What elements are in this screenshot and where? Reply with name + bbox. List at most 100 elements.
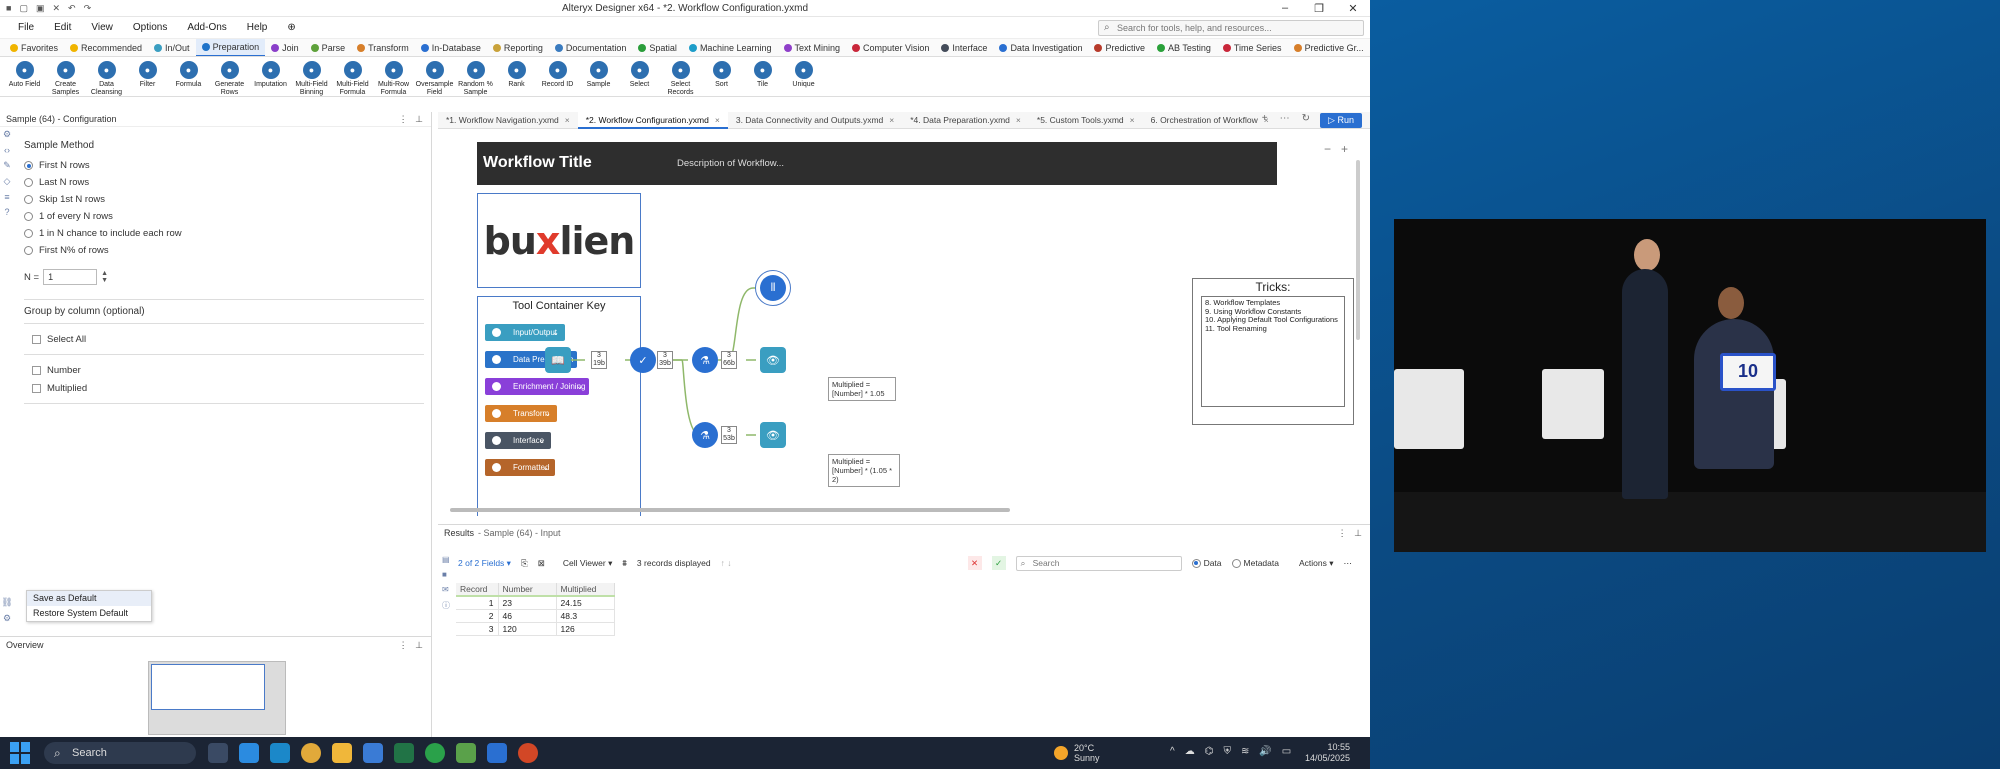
task-view-icon[interactable] (208, 743, 228, 763)
data-icon[interactable]: ■ (442, 570, 447, 579)
start-button[interactable] (10, 742, 32, 764)
tool-palette-item[interactable]: ●Multi-Field Binning (291, 57, 332, 97)
sample-method-radio[interactable]: Last N rows (24, 174, 424, 191)
sample-method-radio[interactable]: Skip 1st N rows (24, 191, 424, 208)
chevron-up-icon[interactable]: ^ (1170, 746, 1175, 757)
data-radio[interactable]: Data (1191, 558, 1222, 568)
outlook-icon[interactable] (363, 743, 383, 763)
canvas-horizontal-scrollbar[interactable] (450, 508, 1010, 512)
whatsapp-icon[interactable] (425, 743, 445, 763)
formula-tool[interactable]: ⚗ (692, 347, 718, 373)
table-cell[interactable]: 120 (498, 622, 557, 636)
more-icon[interactable]: ⋯ (1279, 113, 1290, 124)
tool-palette-item[interactable]: ●Data Cleansing (86, 57, 127, 97)
canvas-vertical-scrollbar[interactable] (1356, 160, 1360, 340)
document-tab[interactable]: 6. Orchestration of Workflow× (1143, 112, 1277, 129)
overview-viewport[interactable] (151, 664, 265, 710)
document-tab[interactable]: *5. Custom Tools.yxmd× (1029, 112, 1143, 129)
link-icon[interactable]: ⛓ (1, 597, 13, 607)
select-all-checkbox[interactable]: Select All (32, 330, 424, 348)
add-tab-icon[interactable]: + (1261, 113, 1268, 124)
sample-method-radio[interactable]: 1 of every N rows (24, 208, 424, 225)
metadata-radio[interactable]: Metadata (1231, 558, 1279, 568)
table-cell[interactable]: 48.3 (556, 609, 615, 623)
sample-method-radio[interactable]: 1 in N chance to include each row (24, 225, 424, 242)
close-tab-icon[interactable]: × (1015, 114, 1021, 125)
category-tab[interactable]: Reporting (487, 39, 549, 56)
document-tab[interactable]: *2. Workflow Configuration.yxmd× (577, 111, 728, 129)
results-search-input[interactable]: Search (1015, 555, 1182, 571)
clock[interactable]: 10:55 14/05/2025 (1305, 742, 1350, 764)
edge-icon[interactable] (270, 743, 290, 763)
group-column-checkbox[interactable]: Number (32, 361, 424, 379)
menu-options[interactable]: Options (132, 22, 168, 33)
global-search-input[interactable]: ⌕ Search for tools, help, and resources.… (1098, 20, 1364, 36)
results-column-header[interactable]: Multiplied (556, 583, 615, 597)
actions-dropdown[interactable]: Actions ▾ (1298, 557, 1334, 568)
zoom-in-icon[interactable]: + (1340, 142, 1348, 156)
globe-icon[interactable]: ⊕ (287, 22, 296, 33)
export-icon[interactable]: ⊠ (537, 557, 545, 568)
tool-palette-item[interactable]: ●Select (619, 57, 660, 89)
workflow-title-container[interactable]: Workflow Title Description of Workflow..… (477, 142, 1277, 185)
browse-tool[interactable]: 👁 (760, 347, 786, 373)
tool-palette-item[interactable]: ●Filter (127, 57, 168, 89)
config-tag-icon[interactable]: ◇ (3, 176, 11, 186)
pin-icon[interactable]: ⋮ ⊥ (398, 113, 423, 124)
tool-palette-item[interactable]: ●Unique (783, 57, 824, 89)
category-tab[interactable]: Recommended (64, 39, 148, 56)
category-tab[interactable]: Documentation (549, 39, 633, 56)
tool-container-key-item[interactable]: Formatted⌄ (485, 459, 555, 476)
tool-container-key-item[interactable]: Interface⌄ (485, 432, 551, 449)
tool-container-key[interactable]: Tool Container Key Input/Output⌄Data Pre… (477, 296, 641, 516)
excel-icon[interactable] (394, 743, 414, 763)
category-tab[interactable]: In/Out (148, 39, 196, 56)
category-tab[interactable]: AB Testing (1151, 39, 1217, 56)
file-explorer-icon[interactable] (332, 743, 352, 763)
tool-palette-item[interactable]: ●Sample (578, 57, 619, 89)
group-column-checkbox[interactable]: Multiplied (32, 379, 424, 397)
document-tab[interactable]: *1. Workflow Navigation.yxmd× (438, 112, 578, 129)
n-input[interactable]: 1 (43, 269, 98, 285)
clear-icon[interactable]: ✕ (967, 556, 982, 570)
tool-palette-item[interactable]: ●Random % Sample (455, 57, 496, 97)
fields-selector[interactable]: 2 of 2 Fields ▾ (458, 557, 511, 568)
browse-tool[interactable]: 👁 (760, 422, 786, 448)
sort-icons[interactable]: ↑ ↓ (720, 558, 732, 568)
tool-container-key-item[interactable]: Input/Output⌄ (485, 324, 565, 341)
select-tool[interactable]: ✓ (630, 347, 656, 373)
logo-container[interactable]: buxlien (477, 193, 641, 288)
close-tab-icon[interactable]: × (1129, 114, 1135, 125)
table-cell[interactable]: 2 (456, 609, 499, 623)
save-icon[interactable]: ▣ (35, 2, 45, 13)
category-tab[interactable]: Time Series (1217, 39, 1288, 56)
restore-system-default-item[interactable]: Restore System Default (33, 608, 129, 618)
category-tab[interactable]: Text Mining (778, 39, 847, 56)
table-cell[interactable]: 23 (498, 596, 557, 610)
menu-add-ons[interactable]: Add-Ons (187, 22, 227, 33)
close-tab-icon[interactable]: × (889, 114, 895, 125)
minimize-icon[interactable]: – (1281, 1, 1289, 14)
undo-icon[interactable]: ↶ (68, 2, 76, 13)
workflow-canvas[interactable]: Workflow Title Description of Workflow..… (438, 130, 1362, 516)
wifi-icon[interactable]: ≋ (1240, 746, 1250, 757)
pin-icon[interactable]: ⋮ ⊥ (398, 639, 423, 650)
tool-palette-item[interactable]: ●Record ID (537, 57, 578, 89)
table-cell[interactable]: 46 (498, 609, 557, 623)
category-tab[interactable]: Join (265, 39, 305, 56)
sample-tool[interactable]: ⫴ (755, 270, 791, 306)
cloud-icon[interactable]: ☁ (1184, 746, 1195, 757)
zoom-out-icon[interactable]: − (1323, 142, 1331, 156)
copilot-icon[interactable] (239, 743, 259, 763)
settings-icon[interactable]: ⚙ (2, 613, 12, 623)
sample-method-radio[interactable]: First N% of rows (24, 242, 424, 259)
close-tab-icon[interactable]: × (1263, 114, 1269, 125)
